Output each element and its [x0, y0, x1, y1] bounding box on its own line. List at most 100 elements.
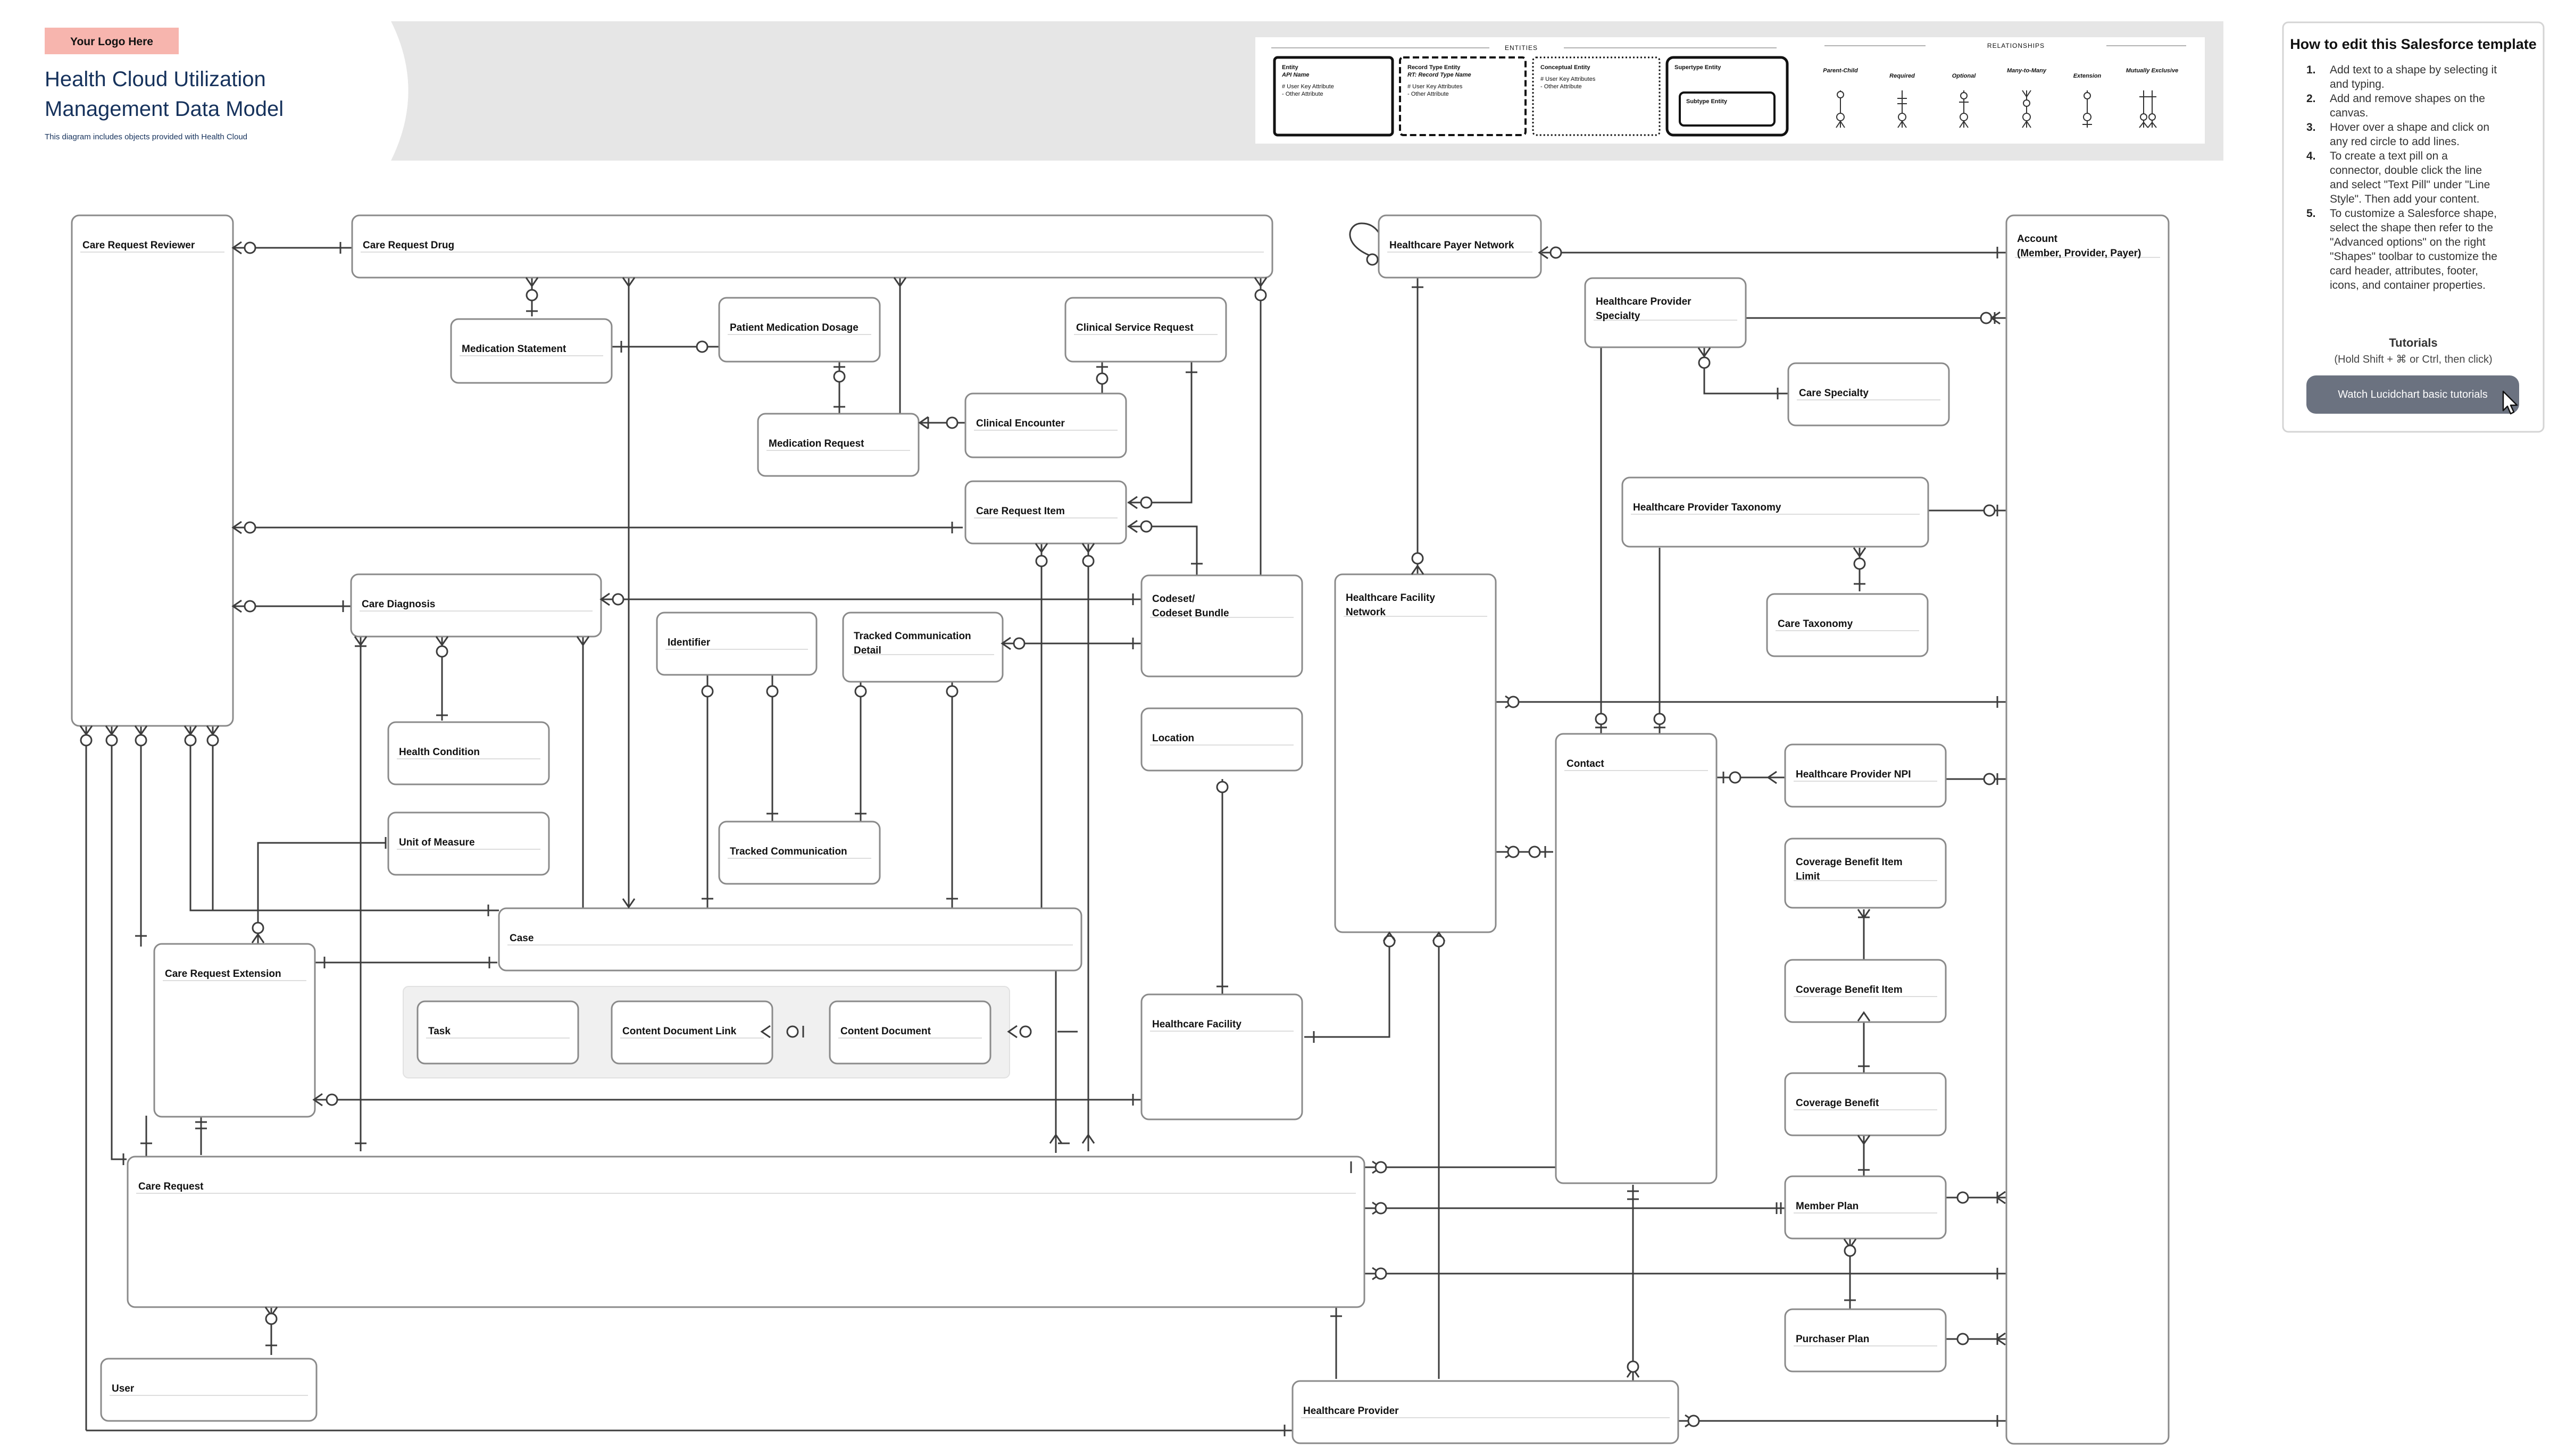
entity-task[interactable]: Task — [416, 1000, 579, 1065]
entity-clinical-encounter[interactable]: Clinical Encounter — [964, 392, 1127, 458]
svg-text:Conceptual Entity: Conceptual Entity — [1540, 64, 1590, 71]
optional-marker — [206, 734, 219, 747]
entity-card — [1621, 476, 1929, 548]
entity-medication-statement[interactable]: Medication Statement — [450, 318, 613, 384]
optional-marker — [1956, 1333, 1969, 1345]
entity-identifier[interactable]: Identifier — [656, 612, 818, 676]
entity-contact[interactable]: Contact — [1555, 733, 1718, 1184]
optional-marker — [135, 734, 147, 747]
entity-content-document-link[interactable]: Content Document Link — [611, 1000, 773, 1065]
entity-care-request-item[interactable]: Care Request Item — [964, 480, 1127, 545]
svg-text:- Other Attribute: - Other Attribute — [1540, 83, 1582, 90]
entity-tracked-communication[interactable]: Tracked Communication — [718, 821, 881, 885]
many-marker — [231, 241, 242, 255]
entity-card — [1784, 1308, 1947, 1373]
optional-marker — [1013, 637, 1026, 650]
entity-unit-of-measure[interactable]: Unit of Measure — [387, 811, 550, 876]
optional-marker — [1980, 312, 1993, 324]
entity-card — [71, 214, 234, 727]
entity-card — [718, 297, 881, 363]
logo-placeholder[interactable] — [45, 28, 179, 54]
entity-patient-medication-dosage[interactable]: Patient Medication Dosage — [718, 297, 881, 363]
entity-care-request-reviewer[interactable]: Care Request Reviewer — [71, 214, 234, 727]
entity-care-request[interactable]: Care Request — [127, 1156, 1365, 1308]
optional-marker — [1595, 713, 1607, 725]
help-step-text: icons, and container properties. — [2330, 279, 2486, 291]
entity-medication-request[interactable]: Medication Request — [757, 413, 920, 477]
entity-location[interactable]: Location — [1140, 707, 1303, 772]
optional-marker — [1096, 372, 1109, 385]
entity-name: Coverage Benefit Item — [1796, 984, 1903, 995]
svg-text:Supertype Entity: Supertype Entity — [1674, 64, 1721, 71]
svg-text:Subtype Entity: Subtype Entity — [1686, 98, 1728, 105]
entity-name: Clinical Service Request — [1076, 322, 1194, 333]
entity-coverage-benefit[interactable]: Coverage Benefit — [1784, 1072, 1947, 1136]
optional-marker — [184, 734, 197, 747]
entity-coverage-benefit-item[interactable]: Coverage Benefit Item — [1784, 959, 1947, 1023]
entity-name: Unit of Measure — [399, 837, 475, 848]
entity-card — [127, 1156, 1365, 1308]
entity-name: Healthcare Facility — [1152, 1019, 1241, 1030]
entity-name: Case — [510, 933, 534, 944]
entity-account[interactable]: Account(Member, Provider, Payer) — [2005, 214, 2170, 1445]
entity-content-document[interactable]: Content Document — [829, 1000, 991, 1065]
entity-card — [153, 943, 316, 1118]
entity-healthcare-provider-npi[interactable]: Healthcare Provider NPI — [1784, 743, 1947, 808]
entity-card — [1064, 297, 1227, 363]
entity-healthcare-provider[interactable]: Healthcare Provider — [1291, 1380, 1679, 1444]
entity-name: Coverage Benefit — [1796, 1098, 1879, 1109]
many-marker — [1127, 520, 1138, 533]
entity-card — [1787, 362, 1950, 426]
entity-codeset-bundle[interactable]: Codeset/Codeset Bundle — [1140, 574, 1303, 677]
many-marker — [1049, 1133, 1063, 1144]
legend-subtype-card — [1679, 91, 1776, 127]
svg-text:Parent-Child: Parent-Child — [1823, 68, 1858, 74]
many-marker — [576, 636, 590, 647]
svg-text:Entity: Entity — [1282, 64, 1298, 71]
entity-user[interactable]: User — [100, 1358, 318, 1422]
entity-care-request-extension[interactable]: Care Request Extension — [153, 943, 316, 1118]
entity-name: Identifier — [668, 637, 711, 648]
many-marker — [231, 521, 242, 534]
entity-card — [1584, 277, 1747, 348]
entity-clinical-service-request[interactable]: Clinical Service Request — [1064, 297, 1227, 363]
help-step-text: card header, attributes, footer, — [2330, 265, 2478, 277]
entity-purchaser-plan[interactable]: Purchaser Plan — [1784, 1308, 1947, 1373]
entity-card — [656, 612, 818, 676]
optional-marker — [696, 340, 709, 353]
optional-marker — [1653, 713, 1666, 725]
help-step-number: 1. — [2306, 64, 2316, 76]
logo-label: Your Logo Here — [70, 36, 153, 48]
entity-healthcare-facility[interactable]: Healthcare Facility — [1140, 993, 1303, 1120]
entity-name: Care Specialty — [1799, 388, 1869, 399]
svg-text:# User Key Attributes: # User Key Attributes — [1540, 76, 1596, 82]
tutorials-button[interactable]: Watch Lucidchart basic tutorials — [2306, 375, 2519, 414]
optional-marker — [244, 521, 256, 534]
help-step-text: connector, double click the line — [2330, 164, 2482, 177]
entity-member-plan[interactable]: Member Plan — [1784, 1175, 1947, 1240]
entity-health-condition[interactable]: Health Condition — [387, 721, 550, 785]
entity-healthcare-provider-taxonomy[interactable]: Healthcare Provider Taxonomy — [1621, 476, 1929, 548]
entity-care-taxonomy[interactable]: Care Taxonomy — [1766, 593, 1929, 657]
many-marker — [918, 416, 929, 430]
legend-entities-heading: ENTITIES — [1505, 44, 1538, 52]
entity-case[interactable]: Case — [498, 907, 1082, 972]
entity-care-request-drug[interactable]: Care Request Drug — [351, 214, 1273, 279]
tutorials-button-label: Watch Lucidchart basic tutorials — [2338, 389, 2488, 400]
entity-name: Healthcare Provider — [1596, 296, 1691, 307]
entity-card — [842, 612, 1004, 683]
entity-care-specialty[interactable]: Care Specialty — [1787, 362, 1950, 426]
many-marker — [1857, 1135, 1871, 1145]
optional-marker — [1956, 1191, 1969, 1204]
svg-text:# User Key Attribute: # User Key Attribute — [1282, 83, 1334, 90]
optional-marker — [1983, 504, 1996, 517]
many-marker — [622, 277, 636, 288]
entity-care-diagnosis[interactable]: Care Diagnosis — [350, 573, 602, 638]
cardinality-markers — [79, 241, 2006, 1436]
many-marker — [1081, 1133, 1095, 1144]
entity-healthcare-payer-network[interactable]: Healthcare Payer Network — [1378, 214, 1542, 279]
